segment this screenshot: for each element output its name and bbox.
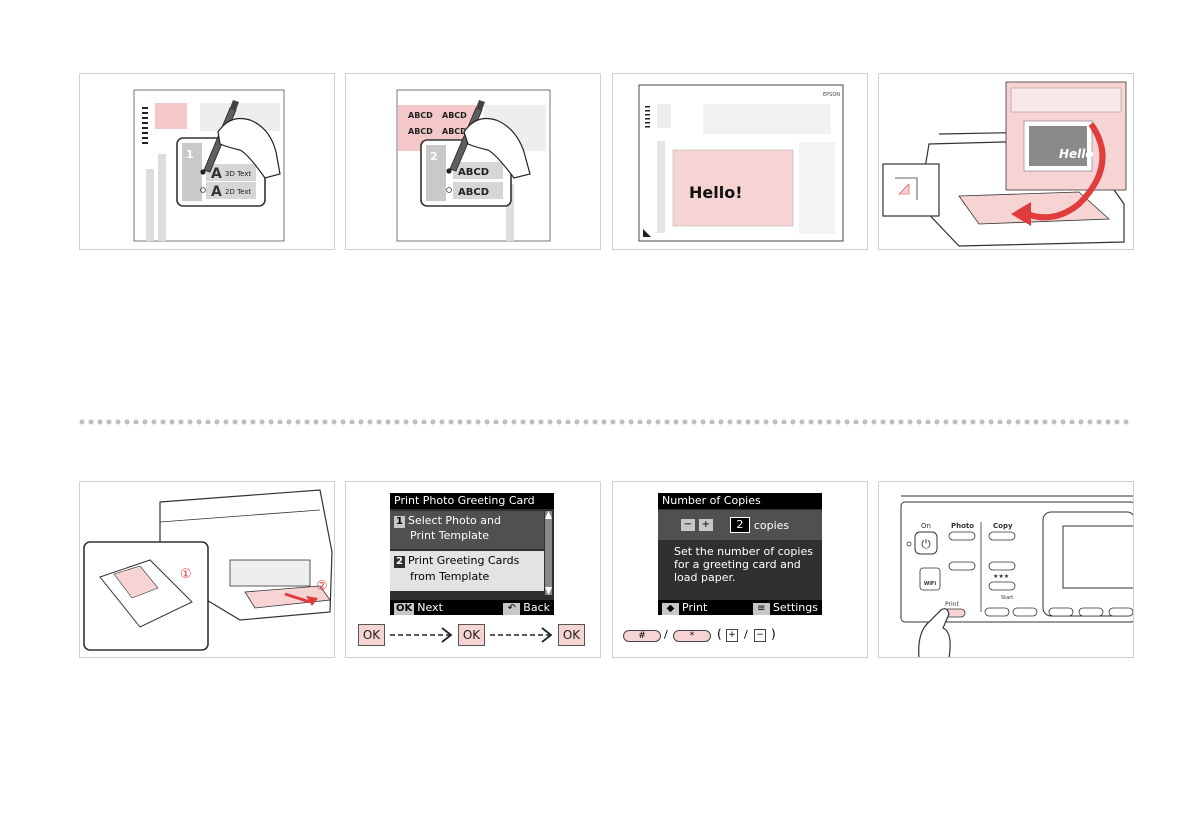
minus-icon: − — [681, 519, 695, 531]
svg-text:A: A — [211, 166, 222, 182]
lcd-footer: ◆Print ≡Settings — [658, 600, 822, 615]
copies-unit: copies — [754, 519, 789, 532]
template-sheet-illustration: ABCD ABCD ABCD ABCD 2 ABCD ABCD — [346, 74, 601, 250]
printer-illustration: ② ① — [80, 482, 335, 658]
ok-button[interactable]: OK — [358, 624, 385, 646]
svg-text:ABCD: ABCD — [408, 111, 433, 120]
settings-hint: ≡Settings — [753, 601, 818, 615]
step-panel-mark-abcd: ABCD ABCD ABCD ABCD 2 ABCD ABCD — [345, 73, 601, 250]
menu-icon: ≡ — [753, 603, 770, 615]
step-panel-filled-template: EPSON Hello! — [612, 73, 868, 250]
svg-text:⏻: ⏻ — [921, 537, 931, 551]
scanner-illustration: Hello — [879, 74, 1134, 250]
svg-text:②: ② — [316, 579, 328, 594]
svg-text:Hello: Hello — [1059, 147, 1094, 161]
scrollbar[interactable] — [545, 511, 552, 595]
back-hint: ↶Back — [503, 601, 550, 615]
arrow-icon — [488, 624, 556, 646]
ok-button[interactable]: OK — [458, 624, 485, 646]
lcd-title: Print Photo Greeting Card — [390, 493, 554, 509]
svg-text:★★★: ★★★ — [993, 573, 1009, 580]
greeting-text: Hello! — [689, 183, 743, 202]
minus-button[interactable]: − — [754, 629, 766, 642]
arrow-icon — [388, 624, 456, 646]
start-bw-button — [985, 608, 1009, 616]
copies-message: Set the number of copies for a greeting … — [658, 545, 822, 584]
lcd-title: Number of Copies — [658, 493, 822, 509]
template-sheet-illustration: 1 A A 3D Text 2D Text — [80, 74, 335, 250]
step-panel-scan-template: Hello — [878, 73, 1134, 250]
copy-button — [989, 532, 1015, 540]
svg-text:WiFi: WiFi — [924, 581, 937, 587]
print-hint: ◆Print — [662, 601, 707, 615]
svg-text:ABCD: ABCD — [458, 167, 489, 178]
svg-text:On: On — [921, 522, 931, 530]
photo-button — [949, 532, 975, 540]
ok-button[interactable]: OK — [558, 624, 585, 646]
svg-text:2D Text: 2D Text — [225, 188, 251, 196]
step-panel-number-of-copies: Number of Copies − + 2 copies Set the nu… — [612, 481, 868, 658]
step-panel-mark-3d-text: 1 A A 3D Text 2D Text — [79, 73, 335, 250]
svg-text:Start: Start — [1001, 595, 1013, 601]
hash-button[interactable]: # — [623, 630, 661, 642]
template-number: 1 — [186, 148, 194, 161]
template-sheet-illustration: EPSON Hello! — [613, 74, 868, 250]
step-panel-press-print: ⏻ On Photo WiFi Print Copy ★★★ Start — [878, 481, 1134, 658]
svg-text:Print: Print — [945, 601, 959, 608]
back-icon: ↶ — [503, 603, 520, 615]
svg-text:Photo: Photo — [951, 522, 974, 530]
plus-button[interactable]: + — [726, 629, 738, 642]
svg-text:EPSON: EPSON — [823, 92, 840, 98]
svg-text:2: 2 — [430, 150, 438, 163]
svg-text:ABCD: ABCD — [442, 127, 467, 136]
svg-text:ABCD: ABCD — [458, 187, 489, 198]
svg-text:Copy: Copy — [993, 522, 1013, 530]
copies-value[interactable]: 2 — [730, 517, 750, 533]
step-panel-load-paper: ② ① — [79, 481, 335, 658]
control-panel-illustration: ⏻ On Photo WiFi Print Copy ★★★ Start — [879, 482, 1134, 658]
copies-stepper[interactable]: − + 2 copies — [658, 510, 822, 540]
lcd-screen: Number of Copies − + 2 copies Set the nu… — [658, 493, 822, 615]
start-icon: ◆ — [662, 603, 679, 615]
svg-text:3D Text: 3D Text — [225, 170, 251, 178]
svg-text:①: ① — [180, 567, 192, 582]
start-color-button — [1013, 608, 1037, 616]
lcd-screen — [1063, 526, 1134, 588]
plus-icon: + — [699, 519, 713, 531]
svg-text:ABCD: ABCD — [408, 127, 433, 136]
star-button[interactable]: * — [673, 630, 711, 642]
svg-text:ABCD: ABCD — [442, 111, 467, 120]
svg-text:A: A — [211, 184, 222, 200]
dotted-separator — [79, 418, 1134, 426]
